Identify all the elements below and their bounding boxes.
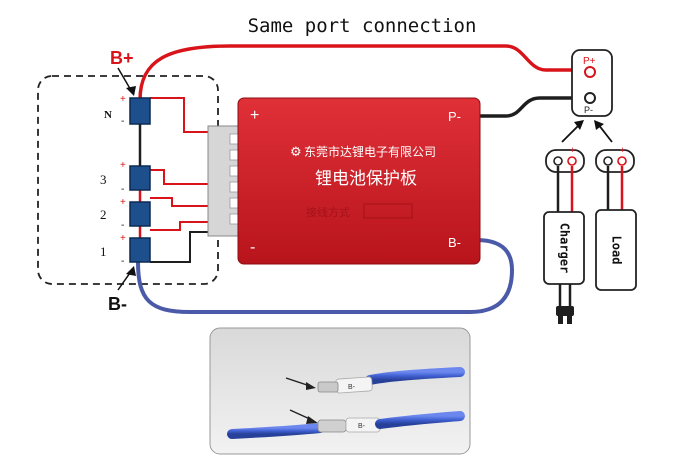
- port-p-plus-terminal: [584, 66, 596, 78]
- board-minus-label: -: [250, 239, 255, 256]
- board-b-minus-label: B-: [448, 235, 461, 250]
- board-model-box: [363, 203, 413, 219]
- charger-plug-icon: [556, 306, 574, 316]
- charger-device: - + Charger: [543, 145, 585, 324]
- cell-plus: +: [120, 94, 126, 105]
- protection-board: + - P- B- ⚙ 东莞市达锂电子有限公司 锂电池保护板 接线方式: [237, 97, 481, 265]
- load-label: Load: [610, 236, 624, 265]
- cell-label: N: [104, 109, 112, 121]
- port-p-minus-label: P-: [584, 105, 593, 115]
- battery-cell-n: N + -: [104, 94, 151, 127]
- b-minus-arrowhead: [126, 266, 136, 276]
- load-device: - + Load: [595, 145, 637, 291]
- cell-label: 3: [100, 172, 107, 187]
- b-plus-red-wire: [138, 44, 578, 101]
- load-plus-label: +: [620, 145, 625, 155]
- b-minus-label: B-: [108, 294, 127, 314]
- port-p-plus-label: P+: [583, 56, 596, 67]
- board-brand-text: 东莞市达锂电子有限公司: [304, 144, 436, 159]
- photo-terminal-top: [317, 381, 339, 393]
- charger-arrowhead: [574, 120, 584, 130]
- board-logo-icon: ⚙: [290, 144, 302, 159]
- cell-minus: -: [121, 184, 124, 195]
- cell-minus: -: [121, 116, 124, 127]
- balance-wire-2: [150, 197, 212, 207]
- balance-wire-3: [150, 169, 212, 185]
- charger-label: Charger: [558, 223, 572, 274]
- photo-cable-bottom-right: [375, 411, 465, 429]
- balance-wire-1: [150, 221, 212, 231]
- output-port: P+ P-: [571, 49, 613, 117]
- charger-minus-label: -: [554, 145, 557, 155]
- battery-cell-1: 1 + -: [100, 233, 151, 267]
- cell-plus: +: [120, 197, 126, 208]
- balance-wire-b-minus: [150, 231, 212, 263]
- photo-cable-bottom: [227, 423, 325, 439]
- board-model-text: 接线方式: [306, 205, 350, 219]
- photo-tag-top-label: B-: [348, 384, 356, 391]
- load-minus-label: -: [604, 145, 607, 155]
- board-name-text: 锂电池保护板: [315, 169, 417, 188]
- board-p-minus-label: P-: [448, 109, 461, 124]
- cell-label: 1: [100, 244, 107, 259]
- balance-wire-n: [150, 97, 212, 133]
- cell-minus: -: [121, 220, 124, 231]
- cell-minus: -: [121, 256, 124, 267]
- photo-terminal-bottom: [317, 419, 347, 433]
- photo-cable-top: [365, 367, 465, 385]
- port-p-minus-terminal: [584, 92, 596, 104]
- battery-pack-outline: [37, 75, 219, 285]
- b-plus-arrowhead: [126, 86, 136, 96]
- cell-label: 2: [100, 207, 107, 222]
- p-minus-black-wire: [478, 96, 584, 118]
- cell-plus: +: [120, 160, 126, 171]
- battery-cell-2: 2 + -: [100, 197, 151, 231]
- b-plus-label: B+: [110, 48, 134, 68]
- charger-arrow: [561, 123, 581, 143]
- board-plus-label: +: [250, 107, 259, 124]
- load-arrow: [597, 123, 613, 143]
- b-minus-blue-wire: [136, 238, 515, 314]
- diagram-title: Same port connection: [248, 15, 477, 37]
- terminal-photo-inset: B- B-: [209, 327, 471, 455]
- battery-cell-3: 3 + -: [100, 160, 151, 195]
- load-arrowhead: [594, 120, 604, 130]
- photo-tag-bottom-label: B-: [358, 423, 366, 430]
- charger-plus-label: +: [570, 145, 575, 155]
- cell-plus: +: [120, 233, 126, 244]
